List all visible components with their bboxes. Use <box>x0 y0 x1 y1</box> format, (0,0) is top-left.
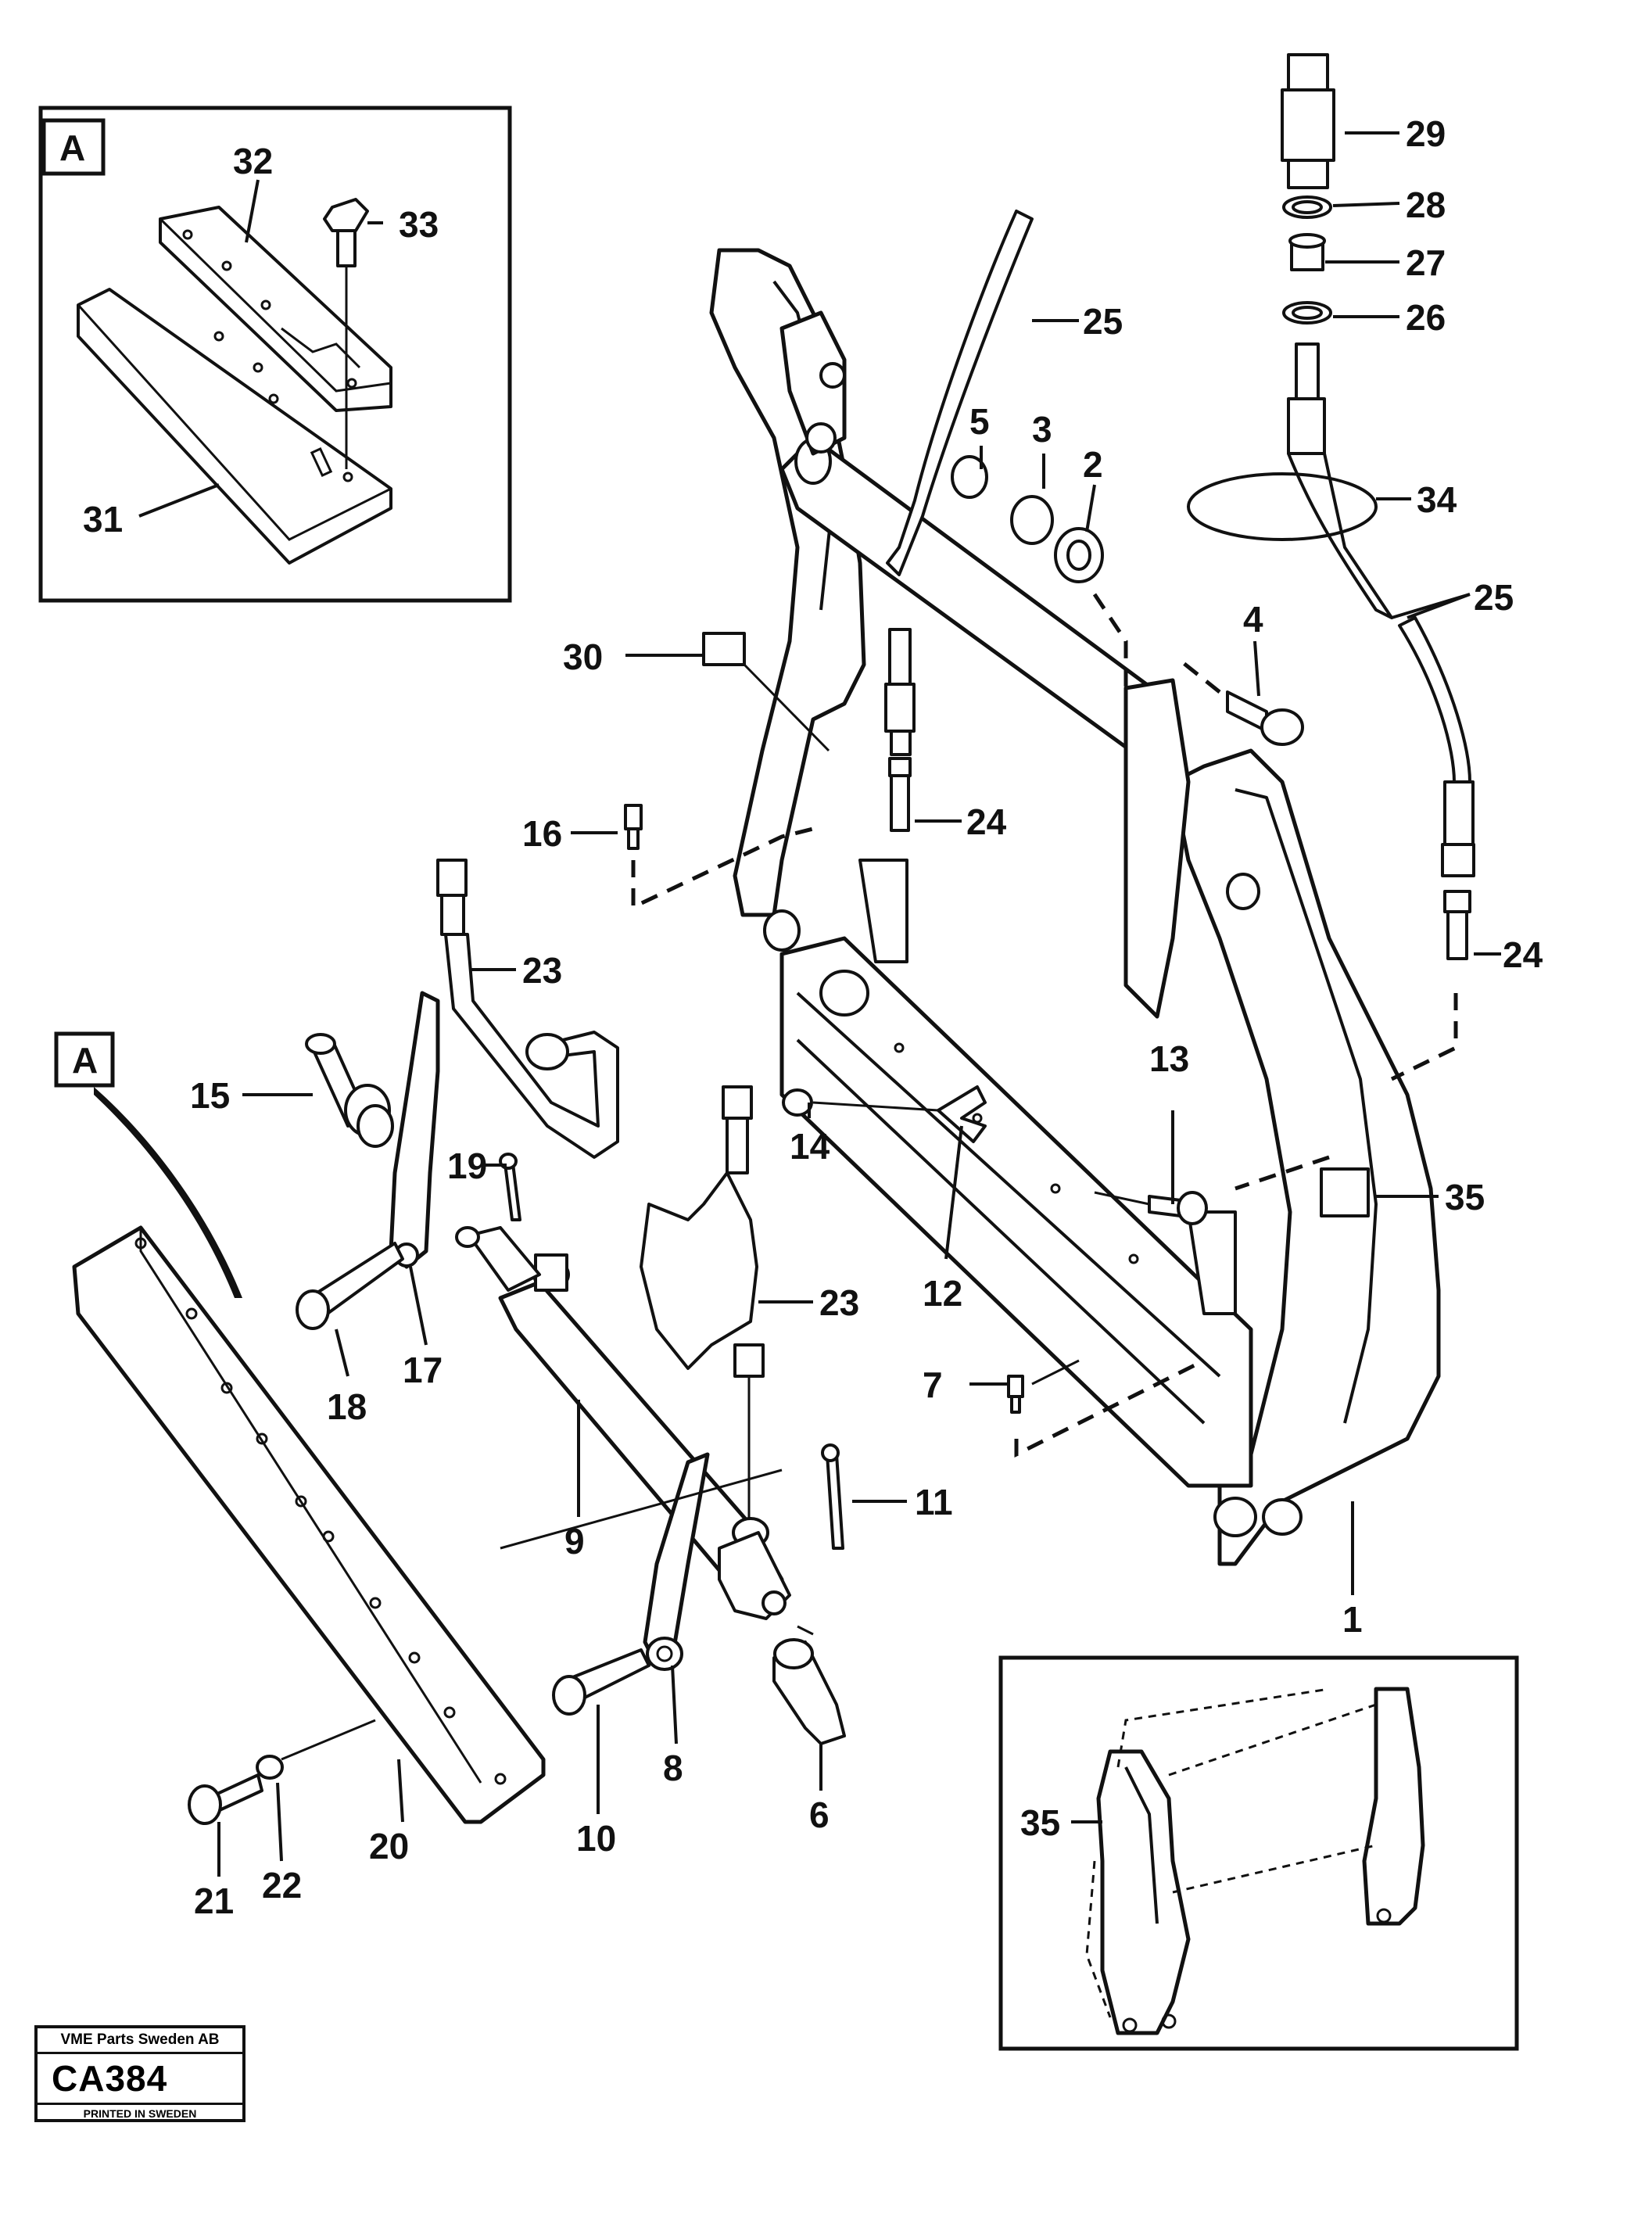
leader-lines <box>217 131 1501 1877</box>
callout-31: 31 <box>83 499 123 540</box>
callout-24-left: 24 <box>966 801 1007 842</box>
callout-17: 17 <box>403 1350 443 1390</box>
stamp-code: CA384 <box>38 2054 242 2105</box>
callout-18: 18 <box>327 1386 367 1427</box>
callout-33: 33 <box>399 204 439 245</box>
callout-9: 9 <box>564 1521 585 1562</box>
washer-22 <box>256 1755 284 1780</box>
pin-10 <box>552 1648 650 1716</box>
pipe-23-upper <box>436 859 619 1159</box>
hose-25-left <box>884 210 1034 756</box>
cylinder-9 <box>468 1226 791 1620</box>
sticker-35 <box>1320 1167 1370 1217</box>
grease-nipple-7 <box>1007 1358 1206 1458</box>
callout-2: 2 <box>1083 444 1103 485</box>
callout-23-upper: 23 <box>522 950 562 991</box>
bolt-13 <box>1094 1191 1208 1225</box>
callout-23-lower: 23 <box>819 1282 859 1323</box>
callout-35: 35 <box>1445 1177 1485 1217</box>
inset-35-detail: 35 <box>998 1655 1519 2051</box>
callout-28: 28 <box>1406 185 1446 225</box>
bolt-4 <box>1179 659 1304 746</box>
hose-assembly-right <box>1187 53 1475 1191</box>
inset-a-detail: A 32 33 <box>38 106 512 603</box>
wear-plate-31 <box>77 288 392 565</box>
callout-6: 6 <box>809 1795 830 1835</box>
washer-17 <box>455 1226 480 1248</box>
pin-6 <box>772 1625 846 1745</box>
fitting-24-left <box>888 757 912 832</box>
callout-10: 10 <box>576 1818 616 1859</box>
bolt-33 <box>323 198 369 469</box>
callout-15: 15 <box>190 1075 230 1116</box>
link-8 <box>643 1452 710 1671</box>
frame-assembly-1 <box>709 248 1441 1566</box>
callout-32: 32 <box>233 141 273 181</box>
callout-19: 19 <box>447 1146 487 1186</box>
bolt-21 <box>188 1773 263 1825</box>
callout-a-tag: A <box>72 1040 98 1081</box>
wear-strip-32 <box>159 206 392 412</box>
fittings-2-3-5 <box>951 455 1128 704</box>
callout-labels: 29 28 27 26 25 5 3 2 34 25 4 30 24 24 16… <box>190 113 1543 1921</box>
grease-nipple-16 <box>624 804 814 910</box>
callout-27: 27 <box>1406 242 1446 283</box>
pin-18 <box>296 1242 404 1330</box>
callout-35-inset: 35 <box>1020 1802 1060 1843</box>
callout-1: 1 <box>1342 1599 1363 1640</box>
nut-14 <box>782 1088 939 1117</box>
callout-4: 4 <box>1243 599 1263 640</box>
callout-8: 8 <box>663 1748 683 1788</box>
stamp-footer: PRINTED IN SWEDEN <box>83 2107 197 2120</box>
callout-5: 5 <box>969 401 990 442</box>
publisher-stamp: VME Parts Sweden AB CA384 PRINTED IN SWE… <box>34 2025 245 2122</box>
sticker-30 <box>702 632 746 666</box>
stamp-company: VME Parts Sweden AB <box>38 2028 242 2054</box>
callout-26: 26 <box>1406 297 1446 338</box>
cotter-pin-11 <box>821 1443 844 1550</box>
callout-14: 14 <box>790 1126 830 1167</box>
callout-13: 13 <box>1149 1038 1189 1079</box>
callout-20: 20 <box>369 1826 409 1866</box>
callout-21: 21 <box>194 1881 234 1921</box>
callout-34: 34 <box>1417 479 1457 520</box>
callout-25-right: 25 <box>1474 577 1514 618</box>
callout-22: 22 <box>262 1865 302 1906</box>
callout-16: 16 <box>522 813 562 854</box>
pin-15 <box>305 1033 394 1148</box>
callout-7: 7 <box>923 1364 943 1405</box>
pipe-23-lower <box>640 1085 765 1525</box>
inset-a-tag: A <box>59 127 85 168</box>
callout-12: 12 <box>923 1273 962 1314</box>
callout-30: 30 <box>563 636 603 677</box>
link-17 <box>389 991 440 1269</box>
callout-24-right: 24 <box>1503 934 1543 975</box>
callout-29: 29 <box>1406 113 1446 154</box>
callout-25-top: 25 <box>1083 301 1123 342</box>
callout-3: 3 <box>1032 409 1052 450</box>
scraper-plate-20 <box>72 1225 783 1824</box>
callout-11: 11 <box>915 1482 953 1522</box>
